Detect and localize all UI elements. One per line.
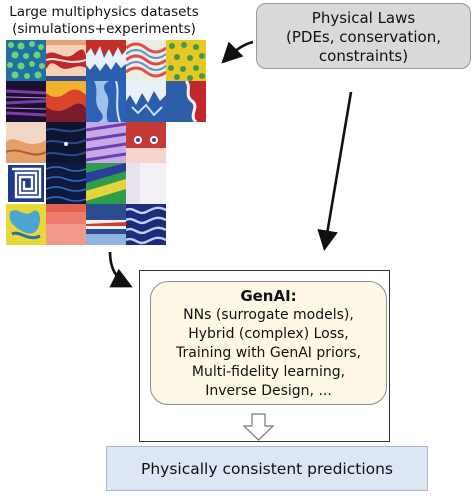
genai-item-inverse-design: Inverse Design, ... <box>205 383 332 399</box>
genai-item-genai-priors: Training with GenAI priors, <box>176 345 361 361</box>
physical-laws-line1: Physical Laws <box>311 9 416 27</box>
datasets-title: Large multiphysics datasets (simulations… <box>4 4 204 38</box>
dataset-tile <box>6 204 46 245</box>
physical-laws-line3: constraints) <box>318 47 409 65</box>
dataset-tile <box>126 204 166 245</box>
dataset-tile <box>46 204 86 245</box>
dataset-tile <box>46 81 86 122</box>
laws-to-datasets-arrow <box>221 40 254 64</box>
dataset-mosaic <box>6 40 206 245</box>
datasets-title-line1: Large multiphysics datasets <box>9 4 199 20</box>
dataset-tile <box>86 122 126 163</box>
dataset-tile <box>166 40 206 81</box>
dataset-tile <box>46 40 86 81</box>
dataset-tile <box>6 81 46 122</box>
genai-item-surrogate: NNs (surrogate models), <box>183 307 354 323</box>
dataset-tile <box>46 122 86 163</box>
genai-title: GenAI: <box>240 287 297 305</box>
genai-item-multi-fidelity: Multi-fidelity learning, <box>191 364 346 380</box>
dataset-tile <box>126 81 166 122</box>
dataset-tile <box>86 40 126 81</box>
genai-box: GenAI: NNs (surrogate models), Hybrid (c… <box>150 281 387 405</box>
dataset-tile <box>86 81 126 122</box>
dataset-tile <box>166 122 206 163</box>
predictions-box: Physically consistent predictions <box>106 446 428 491</box>
datasets-title-line2: (simulations+experiments) <box>12 21 196 37</box>
dataset-tile <box>86 163 126 204</box>
genai-item-hybrid-loss: Hybrid (complex) Loss, <box>188 326 349 342</box>
physical-laws-box: Physical Laws (PDEs, conservation, const… <box>256 3 471 69</box>
dataset-tile <box>6 40 46 81</box>
dataset-tile <box>166 81 206 122</box>
dataset-tile <box>126 163 166 204</box>
dataset-tile <box>6 122 46 163</box>
laws-to-genai-arrow <box>317 91 353 252</box>
physical-laws-line2: (PDEs, conservation, <box>286 28 441 46</box>
predictions-label: Physically consistent predictions <box>140 460 394 478</box>
dataset-tile <box>86 204 126 245</box>
dataset-tile <box>166 204 206 245</box>
dataset-tile <box>6 163 46 204</box>
datasets-to-genai-arrow <box>108 251 133 288</box>
dataset-tile <box>126 122 166 163</box>
dataset-tile <box>166 163 206 204</box>
dataset-tile <box>126 40 166 81</box>
dataset-tile <box>46 163 86 204</box>
